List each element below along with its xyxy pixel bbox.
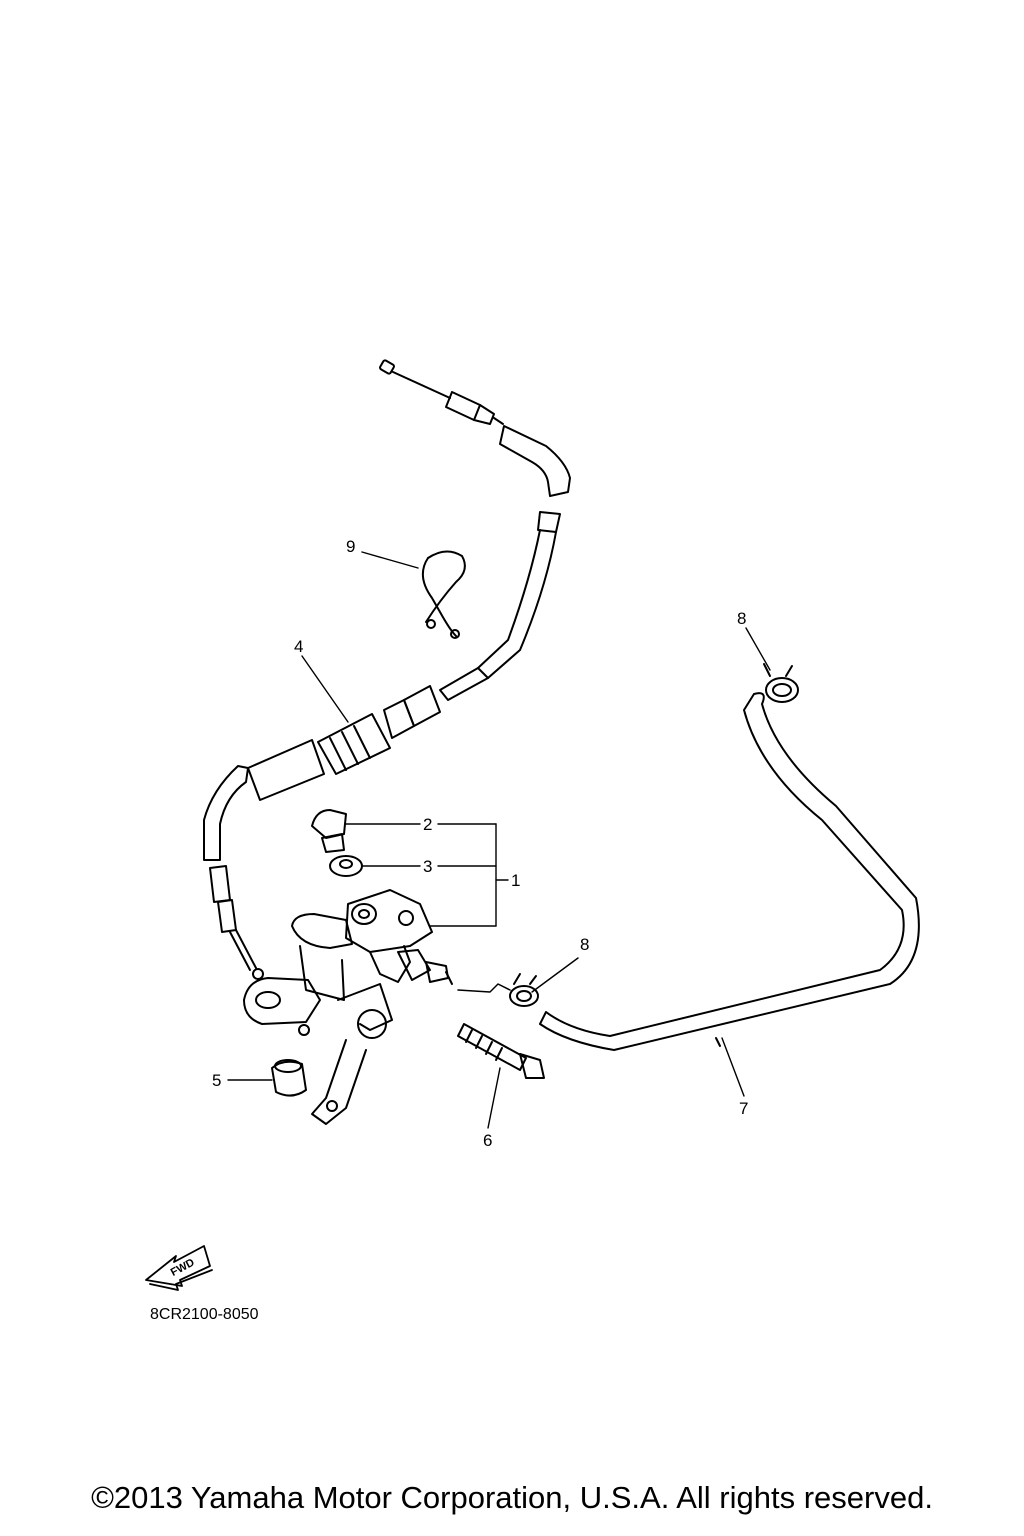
diagram-part-code: 8CR2100-8050 — [150, 1306, 259, 1323]
callout-labels: 9 4 2 3 1 8 8 5 6 7 FWD — [169, 537, 749, 1279]
callout-4: 4 — [294, 637, 303, 656]
hose-clamp-part-8-lower — [509, 973, 539, 1007]
screw-part-6 — [457, 1023, 545, 1079]
collar-part-5 — [271, 1059, 307, 1097]
oil-hose-part-7 — [539, 692, 920, 1051]
callout-9: 9 — [346, 537, 355, 556]
callout-8-lower: 8 — [580, 935, 589, 954]
oil-pump-part-1 — [243, 889, 453, 1125]
leader-lines — [227, 551, 771, 1129]
fwd-arrow-icon — [145, 1245, 213, 1291]
cable-assembly-part-4 — [203, 359, 571, 980]
callout-5: 5 — [212, 1071, 221, 1090]
callout-6: 6 — [483, 1131, 492, 1150]
callout-2: 2 — [423, 815, 432, 834]
cable-clip-part-9 — [421, 550, 466, 639]
bolt-part-2 — [311, 809, 347, 853]
callout-3: 3 — [423, 857, 432, 876]
copyright-notice: ©2013 Yamaha Motor Corporation, U.S.A. A… — [91, 1480, 933, 1515]
fwd-label: FWD — [169, 1256, 197, 1278]
washer-part-3 — [329, 855, 363, 877]
callout-1: 1 — [511, 871, 520, 890]
callout-7: 7 — [739, 1099, 748, 1118]
callout-8-upper: 8 — [737, 609, 746, 628]
hose-clamp-part-8-upper — [763, 663, 799, 703]
